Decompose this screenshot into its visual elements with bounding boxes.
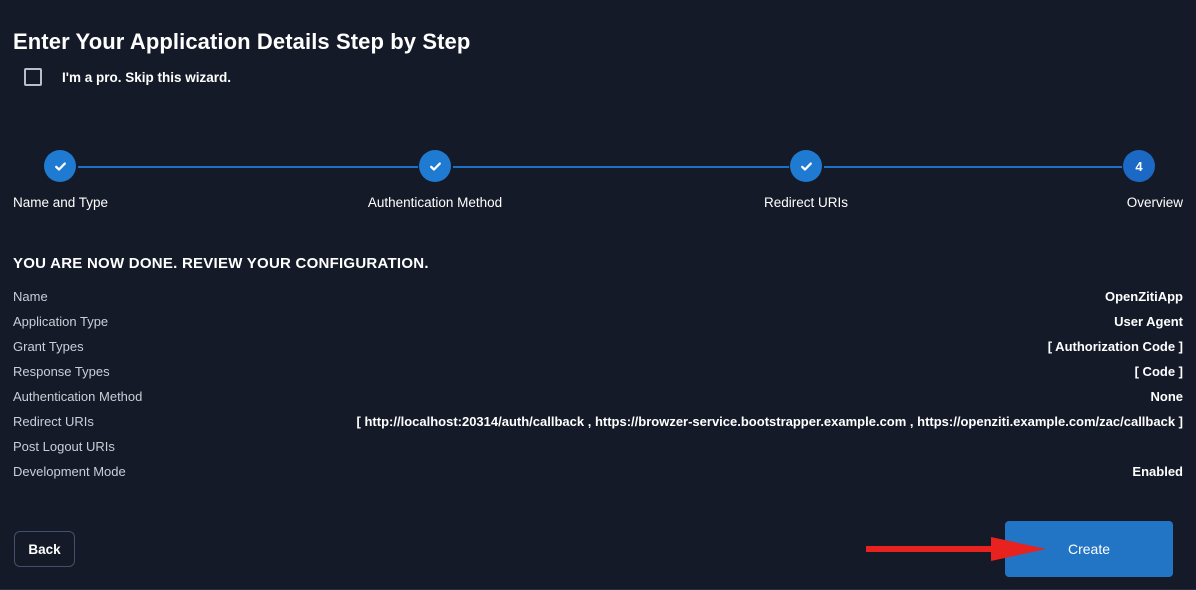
summary-row-development-mode: Development Mode Enabled — [13, 464, 1183, 489]
stepper-label-authentication-method: Authentication Method — [367, 195, 503, 210]
summary-row-authentication-method: Authentication Method None — [13, 389, 1183, 414]
summary-value: OpenZitiApp — [1105, 289, 1183, 304]
summary-row-response-types: Response Types [ Code ] — [13, 364, 1183, 389]
summary-label: Post Logout URIs — [13, 439, 115, 454]
summary-value: None — [1150, 389, 1184, 404]
configuration-summary: Name OpenZitiApp Application Type User A… — [13, 289, 1183, 489]
stepper-track-1-2 — [78, 166, 418, 168]
summary-label: Development Mode — [13, 464, 126, 479]
summary-label: Authentication Method — [13, 389, 143, 404]
summary-row-name: Name OpenZitiApp — [13, 289, 1183, 314]
skip-wizard-checkbox[interactable] — [24, 68, 42, 86]
summary-row-application-type: Application Type User Agent — [13, 314, 1183, 339]
summary-row-redirect-uris: Redirect URIs [ http://localhost:20314/a… — [13, 414, 1183, 439]
summary-value: [ Authorization Code ] — [1047, 339, 1183, 354]
summary-value: [ Code ] — [1134, 364, 1183, 379]
stepper-node-overview[interactable]: 4 — [1123, 150, 1155, 182]
stepper-track-3-4 — [824, 166, 1122, 168]
summary-label: Response Types — [13, 364, 110, 379]
create-button[interactable]: Create — [1005, 521, 1173, 577]
stepper-track-2-3 — [453, 166, 789, 168]
check-icon — [800, 161, 812, 171]
stepper-node-number: 4 — [1135, 158, 1143, 174]
stepper-node-redirect-uris[interactable] — [790, 150, 822, 182]
stepper-label-overview: Overview — [1126, 195, 1183, 210]
summary-label: Application Type — [13, 314, 109, 329]
summary-label: Redirect URIs — [13, 414, 94, 429]
stepper-label-redirect-uris: Redirect URIs — [763, 195, 849, 210]
wizard-stepper: Name and Type Authentication Method Redi… — [0, 150, 1196, 220]
summary-value: [ http://localhost:20314/auth/callback ,… — [356, 414, 1183, 429]
back-button[interactable]: Back — [14, 531, 75, 567]
summary-label: Grant Types — [13, 339, 84, 354]
stepper-node-authentication-method[interactable] — [419, 150, 451, 182]
check-icon — [54, 161, 66, 171]
review-heading: YOU ARE NOW DONE. REVIEW YOUR CONFIGURAT… — [13, 255, 429, 272]
page-title: Enter Your Application Details Step by S… — [13, 28, 471, 54]
stepper-node-name-and-type[interactable] — [44, 150, 76, 182]
summary-row-post-logout-uris: Post Logout URIs — [13, 439, 1183, 464]
check-icon — [429, 161, 441, 171]
summary-value: Enabled — [1132, 464, 1183, 479]
skip-wizard-label: I'm a pro. Skip this wizard. — [62, 69, 231, 85]
summary-label: Name — [13, 289, 48, 304]
stepper-label-name-and-type: Name and Type — [13, 195, 109, 210]
skip-wizard-row: I'm a pro. Skip this wizard. — [24, 68, 231, 86]
summary-value: User Agent — [1114, 314, 1183, 329]
summary-row-grant-types: Grant Types [ Authorization Code ] — [13, 339, 1183, 364]
